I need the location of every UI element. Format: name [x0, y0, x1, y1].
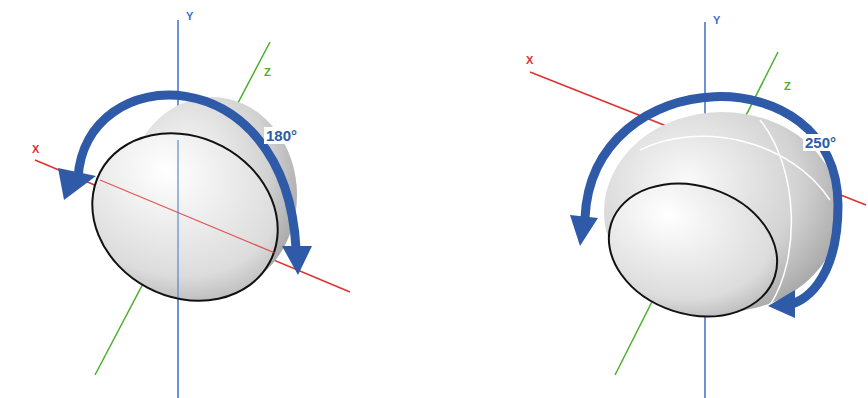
axis-label: X — [30, 143, 41, 156]
axis-label: Z — [262, 66, 273, 79]
angle-label: 180° — [264, 127, 299, 144]
left-figure — [35, 20, 350, 398]
angle-label: 250° — [803, 134, 838, 151]
axis-label: Y — [184, 10, 195, 23]
axis-label: Z — [782, 80, 793, 93]
axis-label: Y — [711, 14, 722, 27]
right-figure — [530, 22, 866, 398]
axis-label: X — [524, 54, 535, 67]
